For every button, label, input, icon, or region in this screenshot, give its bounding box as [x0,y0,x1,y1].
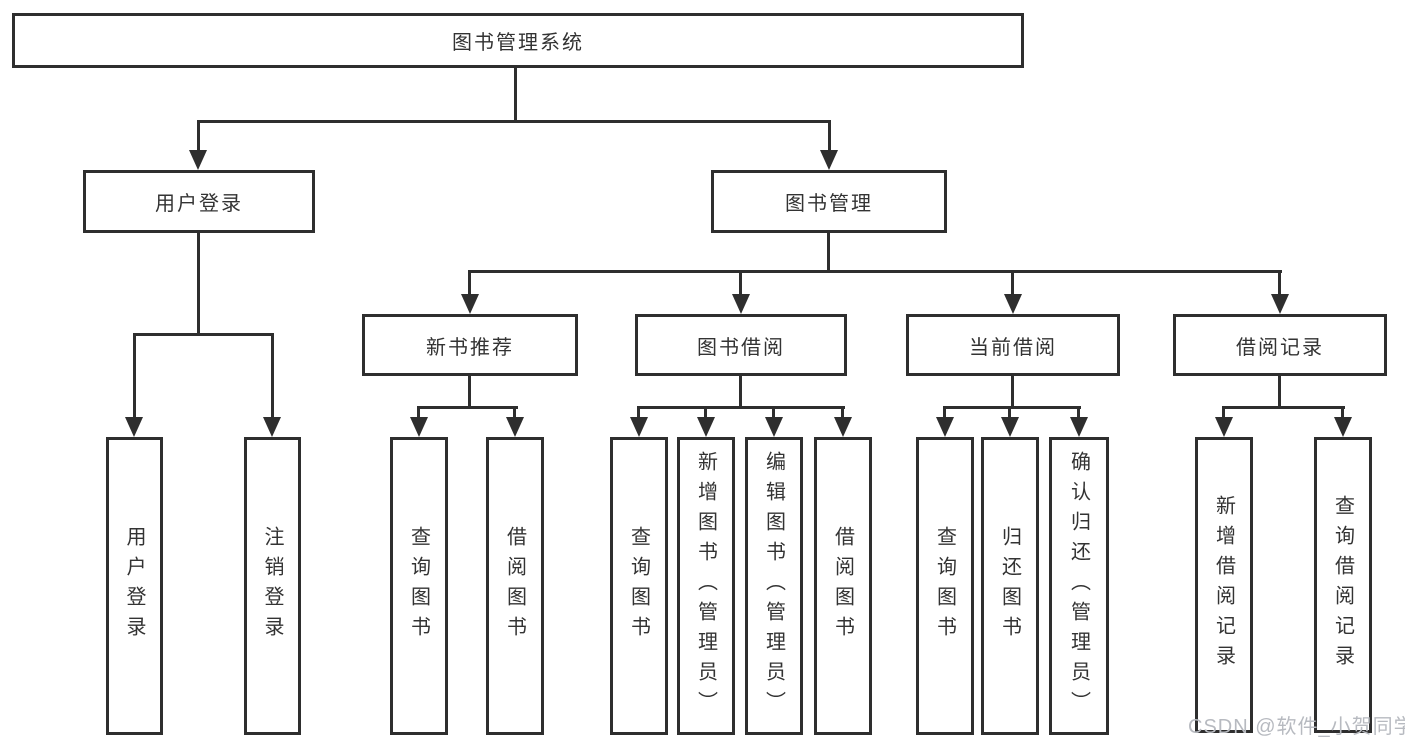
node-label: 查询图书 [933,526,956,646]
connector-line [197,120,831,123]
connector-line [828,120,831,150]
connector-line [1278,376,1281,409]
connector-line [739,270,742,294]
connector-line [468,270,471,294]
arrowhead-down-icon [1334,417,1352,437]
leaf-add-borrow-record: 新增借阅记录 [1195,437,1253,733]
leaf-borrow-books: 借阅图书 [814,437,872,735]
node-borrowing-records: 借阅记录 [1173,314,1387,376]
node-label: 新增图书（管理员） [694,451,717,721]
arrowhead-down-icon [1271,294,1289,314]
node-label: 用户登录 [123,526,145,646]
leaf-edit-book-admin: 编辑图书（管理员） [745,437,803,735]
connector-line [197,233,200,336]
node-label: 借阅记录 [1236,336,1324,359]
connector-line [417,406,420,417]
arrowhead-down-icon [189,150,207,170]
connector-line [514,68,517,123]
node-label: 归还图书 [998,526,1021,646]
connector-line [1222,406,1225,417]
node-label: 图书管理系统 [452,32,584,54]
arrowhead-down-icon [820,150,838,170]
node-book-borrowing: 图书借阅 [635,314,847,376]
leaf-query-borrow-record: 查询借阅记录 [1314,437,1372,733]
arrowhead-down-icon [506,417,524,437]
leaf-confirm-return-admin: 确认归还（管理员） [1049,437,1109,735]
arrowhead-down-icon [936,417,954,437]
arrowhead-down-icon [834,417,852,437]
node-label: 新书推荐 [426,336,514,359]
node-label: 查询借阅记录 [1331,495,1354,675]
leaf-borrow-books-recommend: 借阅图书 [486,437,544,735]
connector-line [468,376,471,409]
connector-line [133,333,274,336]
connector-line [704,406,707,417]
node-new-book-recommendation: 新书推荐 [362,314,578,376]
connector-line [1077,406,1080,417]
arrowhead-down-icon [1070,417,1088,437]
node-label: 注销登录 [261,526,283,646]
connector-line [1278,270,1281,294]
connector-line [417,406,518,409]
node-current-borrowing: 当前借阅 [906,314,1120,376]
connector-line [1011,376,1014,409]
leaf-query-books-current: 查询图书 [916,437,974,735]
node-label: 借阅图书 [831,526,854,646]
connector-line [637,406,845,409]
leaf-user-login: 用户登录 [106,437,163,735]
arrowhead-down-icon [125,417,143,437]
connector-line [271,333,274,417]
arrowhead-down-icon [1001,417,1019,437]
connector-line [1011,270,1014,294]
connector-line [513,406,516,417]
connector-line [637,406,640,417]
node-label: 确认归还（管理员） [1067,451,1090,721]
connector-line [1008,406,1011,417]
arrowhead-down-icon [630,417,648,437]
node-label: 图书借阅 [697,336,785,359]
node-label: 用户登录 [155,193,243,215]
node-user-login: 用户登录 [83,170,315,233]
node-label: 查询图书 [627,526,650,646]
arrowhead-down-icon [765,417,783,437]
connector-line [1222,406,1345,409]
connector-line [827,233,830,273]
connector-line [133,333,136,417]
arrowhead-down-icon [732,294,750,314]
node-label: 图书管理 [785,193,873,215]
arrowhead-down-icon [410,417,428,437]
arrowhead-down-icon [263,417,281,437]
leaf-query-books-borrow: 查询图书 [610,437,668,735]
node-label: 查询图书 [407,526,430,646]
node-label: 编辑图书（管理员） [762,451,785,721]
node-label: 借阅图书 [503,526,526,646]
connector-line [841,406,844,417]
connector-line [469,270,1282,273]
leaf-query-books-recommend: 查询图书 [390,437,448,735]
arrowhead-down-icon [697,417,715,437]
leaf-logout: 注销登录 [244,437,301,735]
watermark: CSDN @软件_小贺同学 [1188,716,1405,738]
connector-line [943,406,1081,409]
arrowhead-down-icon [1004,294,1022,314]
leaf-add-book-admin: 新增图书（管理员） [677,437,735,735]
connector-line [739,376,742,409]
leaf-return-book: 归还图书 [981,437,1039,735]
node-book-management: 图书管理 [711,170,947,233]
node-label: 新增借阅记录 [1212,495,1235,675]
connector-line [1341,406,1344,417]
arrowhead-down-icon [461,294,479,314]
connector-line [197,120,200,150]
node-label: 当前借阅 [969,336,1057,359]
node-library-management-system: 图书管理系统 [12,13,1024,68]
connector-line [772,406,775,417]
connector-line [943,406,946,417]
arrowhead-down-icon [1215,417,1233,437]
